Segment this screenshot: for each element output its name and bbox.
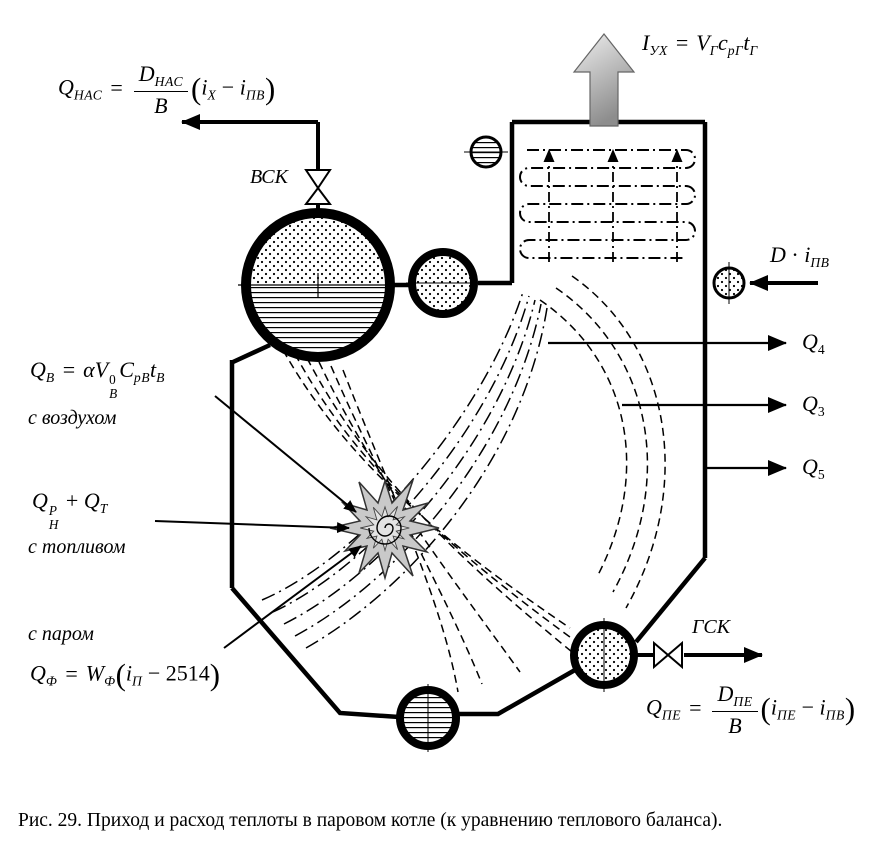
label-q3: Q3 [802,391,826,419]
gsk-header-circle [570,618,638,692]
pointer-steam [223,545,362,649]
label-with-air: с воздухом [28,407,117,429]
small-drum [406,248,480,318]
formula-i-ukh: IУХ=VГcрГtГ [642,30,758,58]
heat-loss-arrows [548,335,787,476]
convective-coil [519,149,696,259]
formula-d-ipv: D · iПВ [770,242,830,270]
input-pointer-lines [154,395,362,649]
gsk-valve-icon [653,640,683,670]
vsk-valve-label: ВСК [250,166,288,188]
top-header-circle [464,135,508,169]
steam-drum [238,208,398,362]
label-with-fuel: с топливом [28,536,126,558]
label-q5: Q5 [802,454,826,482]
boiler-walls [229,119,708,720]
gsk-valve-label: ГСК [692,616,730,638]
gas-flow-dashdot-bundle [261,291,548,649]
pointer-fuel [154,520,350,534]
label-q4: Q4 [802,329,826,357]
coil-up-arrows [543,149,683,262]
vsk-valve-icon [304,169,332,205]
flame-icon [329,478,440,581]
chimney-arrow-icon [572,33,636,127]
feedwater-header-circle [712,262,746,304]
bottom-header-circle [396,684,460,752]
formula-q-f: QФ=WФ(iП − 2514) [30,658,220,692]
figure-caption: Рис. 29. Приход и расход теплоты в паров… [18,810,723,831]
boiler-diagram [154,33,818,752]
pointer-air [214,395,357,513]
label-with-steam: с паром [28,623,94,645]
